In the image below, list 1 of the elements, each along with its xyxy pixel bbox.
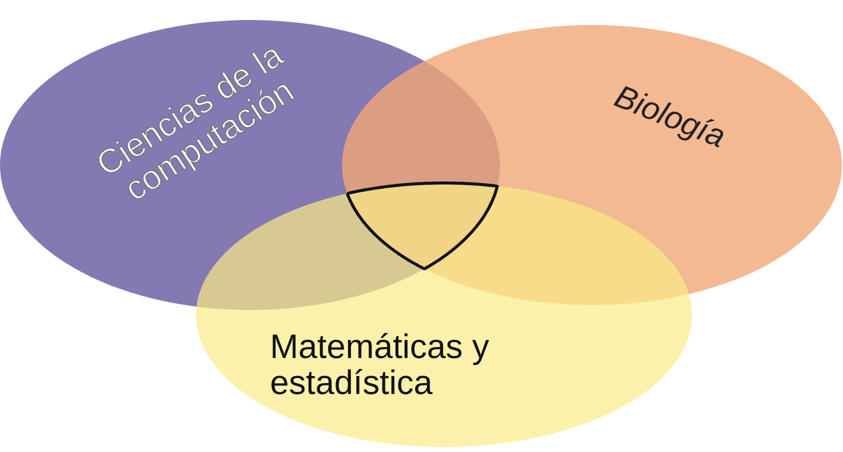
region-label: Matemáticas y estadística <box>270 330 490 402</box>
